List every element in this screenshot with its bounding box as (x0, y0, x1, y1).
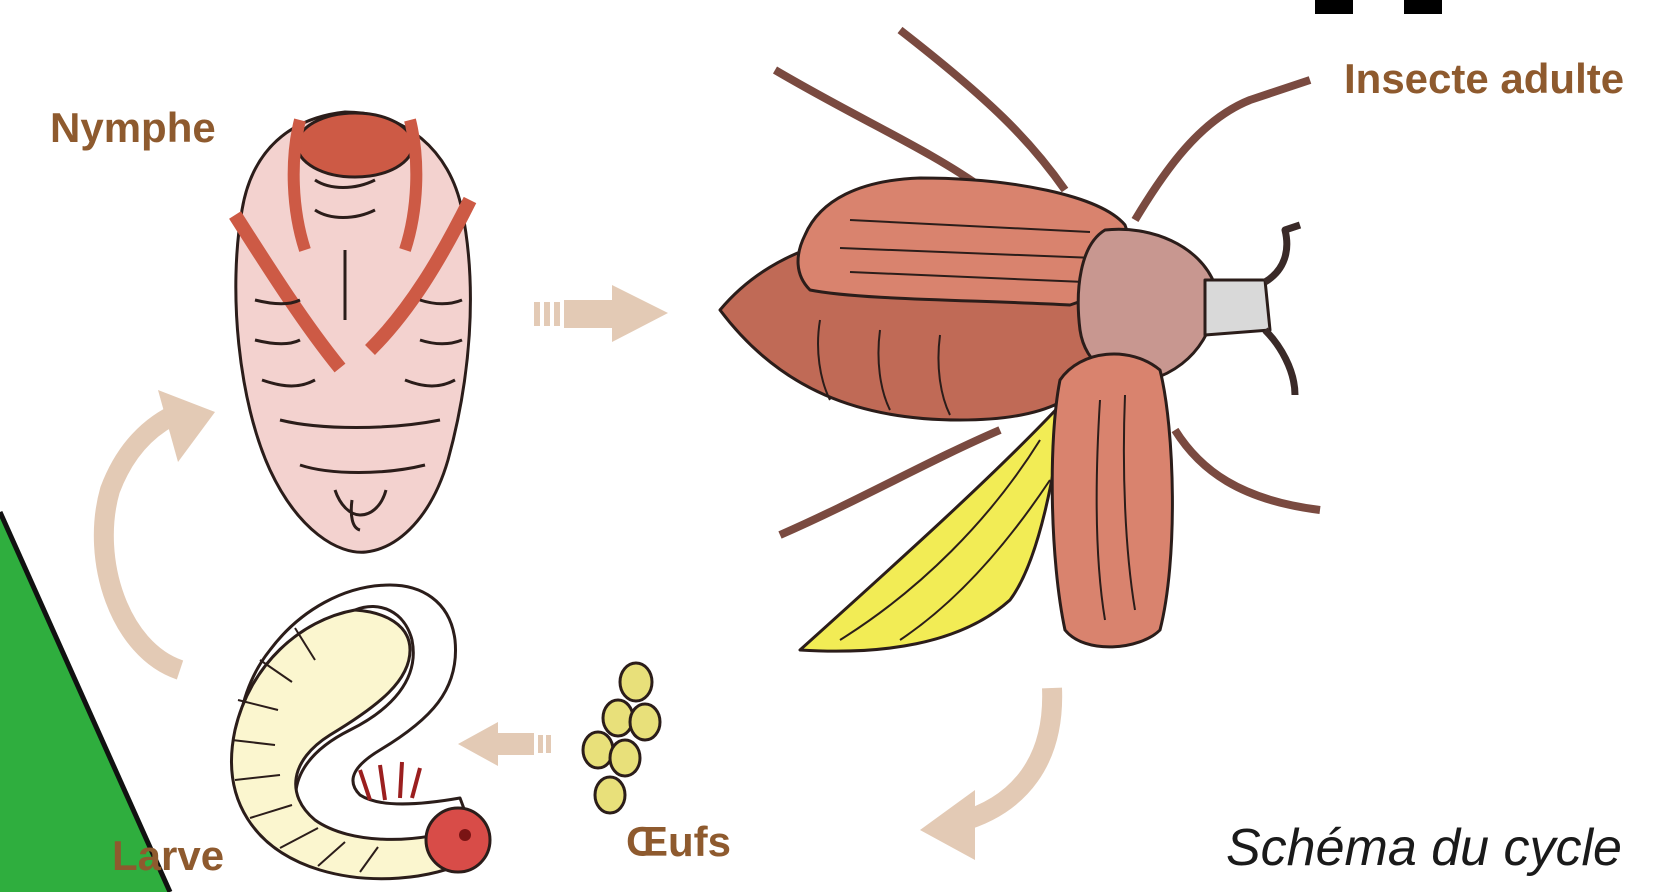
egg (610, 740, 640, 776)
larva-illustration (232, 585, 490, 879)
egg (583, 732, 613, 768)
adult-beetle-illustration (720, 30, 1320, 651)
title-fragment (1315, 0, 1353, 14)
arrow-larva-to-pupa (104, 412, 180, 670)
egg (603, 700, 633, 736)
stage-label-nymphe: Nymphe (50, 104, 216, 152)
diagram-caption: Schéma du cycle (1226, 818, 1622, 878)
pupa-illustration (235, 112, 470, 552)
egg (620, 663, 652, 701)
egg (595, 777, 625, 813)
eggs-illustration (583, 663, 660, 813)
egg (630, 704, 660, 740)
title-fragment (1404, 0, 1442, 14)
stage-label-oeufs: Œufs (626, 818, 731, 866)
arrow-adult-to-eggs-head (920, 790, 975, 860)
arrow-eggs-to-larva (458, 722, 551, 766)
stage-label-adult: Insecte adulte (1344, 55, 1624, 103)
stage-label-larve: Larve (112, 832, 224, 880)
arrow-pupa-to-adult (534, 285, 668, 342)
